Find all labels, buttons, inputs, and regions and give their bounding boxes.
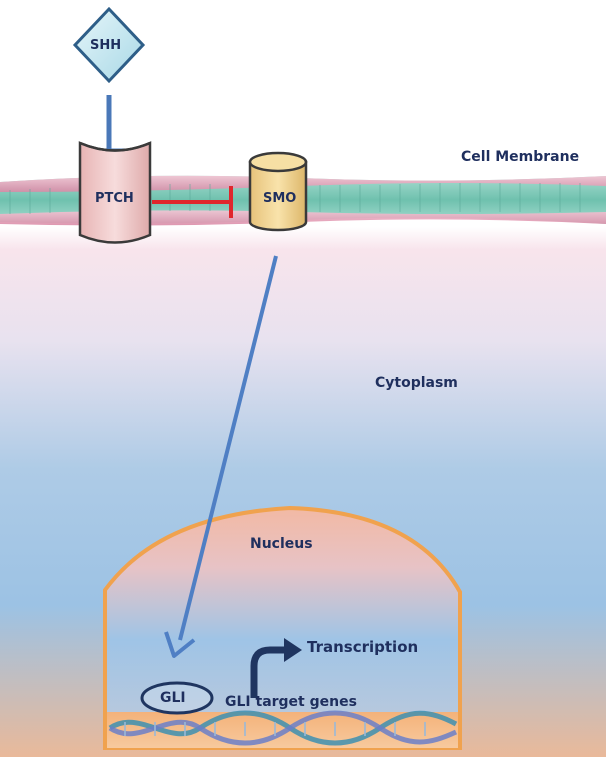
gli-oval [140,681,214,715]
cell-membrane-label: Cell Membrane [461,149,580,165]
cytoplasm-label: Cytoplasm [375,375,458,391]
ptch-label: PTCH [95,191,134,206]
transcription-arrow [250,638,302,698]
transcription-label: Transcription [307,638,419,656]
shh-ligand [72,6,146,84]
gli-label: GLI [160,690,186,706]
shh-label: SHH [90,38,122,53]
ptch-receptor [78,141,152,244]
dna-strand [107,710,458,748]
nucleus [103,505,462,750]
smo-to-gli-signal-arrow [164,255,278,658]
nucleus-label: Nucleus [250,536,313,552]
gli-target-genes-label: GLI target genes [225,694,357,710]
smo-receptor [248,151,308,232]
ptch-inhibits-smo-line [152,186,233,218]
smo-label: SMO [263,191,297,206]
